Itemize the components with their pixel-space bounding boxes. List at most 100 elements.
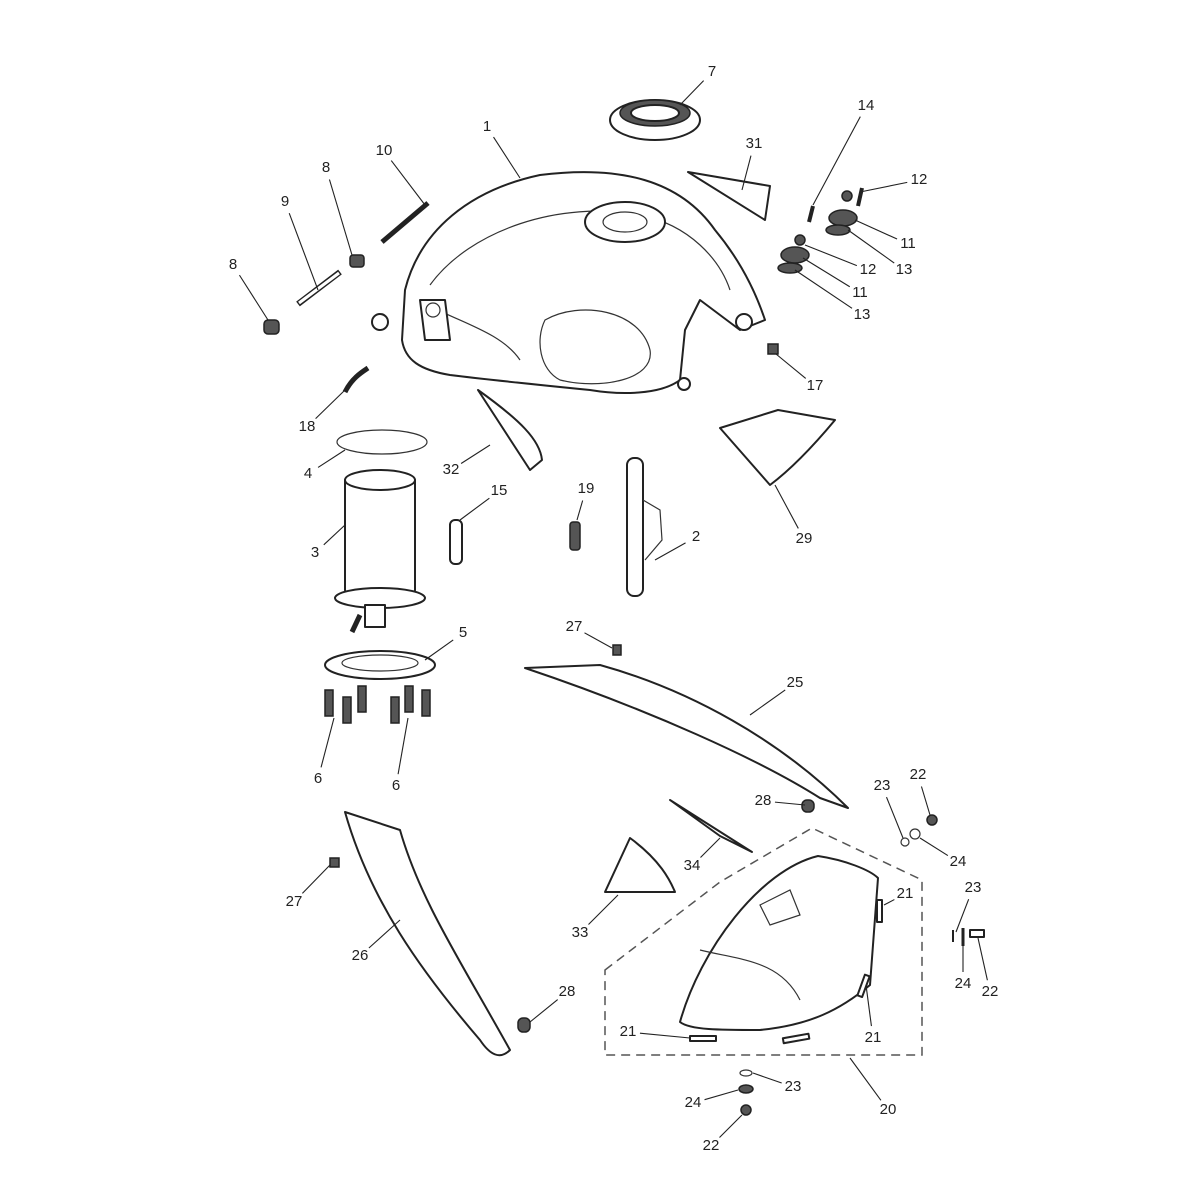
leader-line xyxy=(865,984,872,1027)
callout-3: 3 xyxy=(311,544,319,561)
decal-32 xyxy=(477,389,543,471)
leader-line xyxy=(955,898,970,933)
callout-23: 23 xyxy=(785,1078,802,1095)
bolts-6 xyxy=(324,685,431,724)
leader-line xyxy=(323,524,346,546)
leader-line xyxy=(460,444,491,464)
leader-line xyxy=(774,484,799,529)
leader-line xyxy=(679,80,705,106)
leader-line xyxy=(774,801,806,806)
leader-line xyxy=(654,542,686,561)
callout-6: 6 xyxy=(392,777,400,794)
leader-line xyxy=(238,274,269,321)
callout-5: 5 xyxy=(459,624,467,641)
callout-28: 28 xyxy=(755,792,772,809)
leader-line xyxy=(584,632,613,649)
hose-18 xyxy=(342,365,370,394)
callout-22: 22 xyxy=(703,1137,720,1154)
leader-line xyxy=(288,213,319,291)
o-ring-4 xyxy=(336,429,428,455)
callout-7: 7 xyxy=(708,63,716,80)
callout-17: 17 xyxy=(807,377,824,394)
leader-line xyxy=(576,500,584,521)
leader-line xyxy=(315,389,346,420)
grommet-28b xyxy=(517,1017,531,1033)
callout-32: 32 xyxy=(443,461,460,478)
leader-line xyxy=(804,244,858,267)
leader-line xyxy=(847,229,895,264)
leader-line xyxy=(301,864,331,894)
callout-6: 6 xyxy=(314,770,322,787)
leader-line xyxy=(802,257,851,288)
leader-line xyxy=(812,116,861,206)
callout-13: 13 xyxy=(854,306,871,323)
callout-24: 24 xyxy=(950,853,967,870)
callout-11: 11 xyxy=(900,235,916,252)
callout-29: 29 xyxy=(796,530,813,547)
leader-line xyxy=(459,497,490,521)
leader-line xyxy=(919,837,949,857)
callout-10: 10 xyxy=(376,142,393,159)
callout-24: 24 xyxy=(955,975,972,992)
callout-26: 26 xyxy=(352,947,369,964)
callout-8: 8 xyxy=(322,159,330,176)
leader-line xyxy=(854,219,898,240)
callout-22: 22 xyxy=(982,983,999,1000)
leader-line xyxy=(920,786,931,816)
callout-27: 27 xyxy=(286,893,303,910)
leader-line xyxy=(752,1072,782,1084)
leader-line xyxy=(320,717,335,768)
callout-21: 21 xyxy=(620,1023,637,1040)
callout-18: 18 xyxy=(299,418,316,435)
fuel-level-sender-2 xyxy=(626,457,663,597)
callout-24: 24 xyxy=(685,1094,702,1111)
bolt-10 xyxy=(380,201,430,244)
grommet-28 xyxy=(801,799,815,813)
clip-19 xyxy=(569,521,581,551)
callout-14: 14 xyxy=(858,97,875,114)
callout-31: 31 xyxy=(746,135,763,152)
leader-line xyxy=(977,937,988,981)
nut-8b xyxy=(263,319,280,335)
fasteners-21-24 xyxy=(689,814,985,1116)
callout-19: 19 xyxy=(578,480,595,497)
leader-line xyxy=(424,639,454,661)
leader-line xyxy=(588,894,619,925)
leader-line xyxy=(397,717,409,775)
callout-4: 4 xyxy=(304,465,312,482)
tube-15 xyxy=(449,519,463,565)
filler-cap-ring xyxy=(609,99,701,141)
fuel-pump-3 xyxy=(334,469,426,634)
callout-15: 15 xyxy=(491,482,508,499)
leader-line xyxy=(529,999,559,1023)
callout-34: 34 xyxy=(684,857,701,874)
retaining-ring-5 xyxy=(324,650,436,680)
leader-line xyxy=(885,796,904,839)
leader-line xyxy=(775,353,807,379)
callout-23: 23 xyxy=(874,777,891,794)
leader-line xyxy=(749,689,786,716)
callout-28: 28 xyxy=(559,983,576,1000)
leader-line xyxy=(859,181,908,193)
leader-line xyxy=(700,837,721,858)
callout-25: 25 xyxy=(787,674,804,691)
panel-25 xyxy=(524,664,849,809)
leader-lines xyxy=(238,80,988,1138)
callout-21: 21 xyxy=(865,1029,882,1046)
leader-line xyxy=(493,136,521,179)
callout-11: 11 xyxy=(852,284,868,301)
decal-33 xyxy=(604,837,676,893)
leader-line xyxy=(741,155,752,191)
callout-21: 21 xyxy=(897,885,914,902)
leader-line xyxy=(639,1032,691,1039)
callout-20: 20 xyxy=(880,1101,897,1118)
screw-27 xyxy=(612,644,622,656)
callout-9: 9 xyxy=(281,193,289,210)
leader-line xyxy=(368,919,401,949)
leader-line xyxy=(883,899,895,906)
leader-line xyxy=(328,179,353,256)
leader-line xyxy=(317,449,346,468)
decal-34 xyxy=(669,799,753,853)
